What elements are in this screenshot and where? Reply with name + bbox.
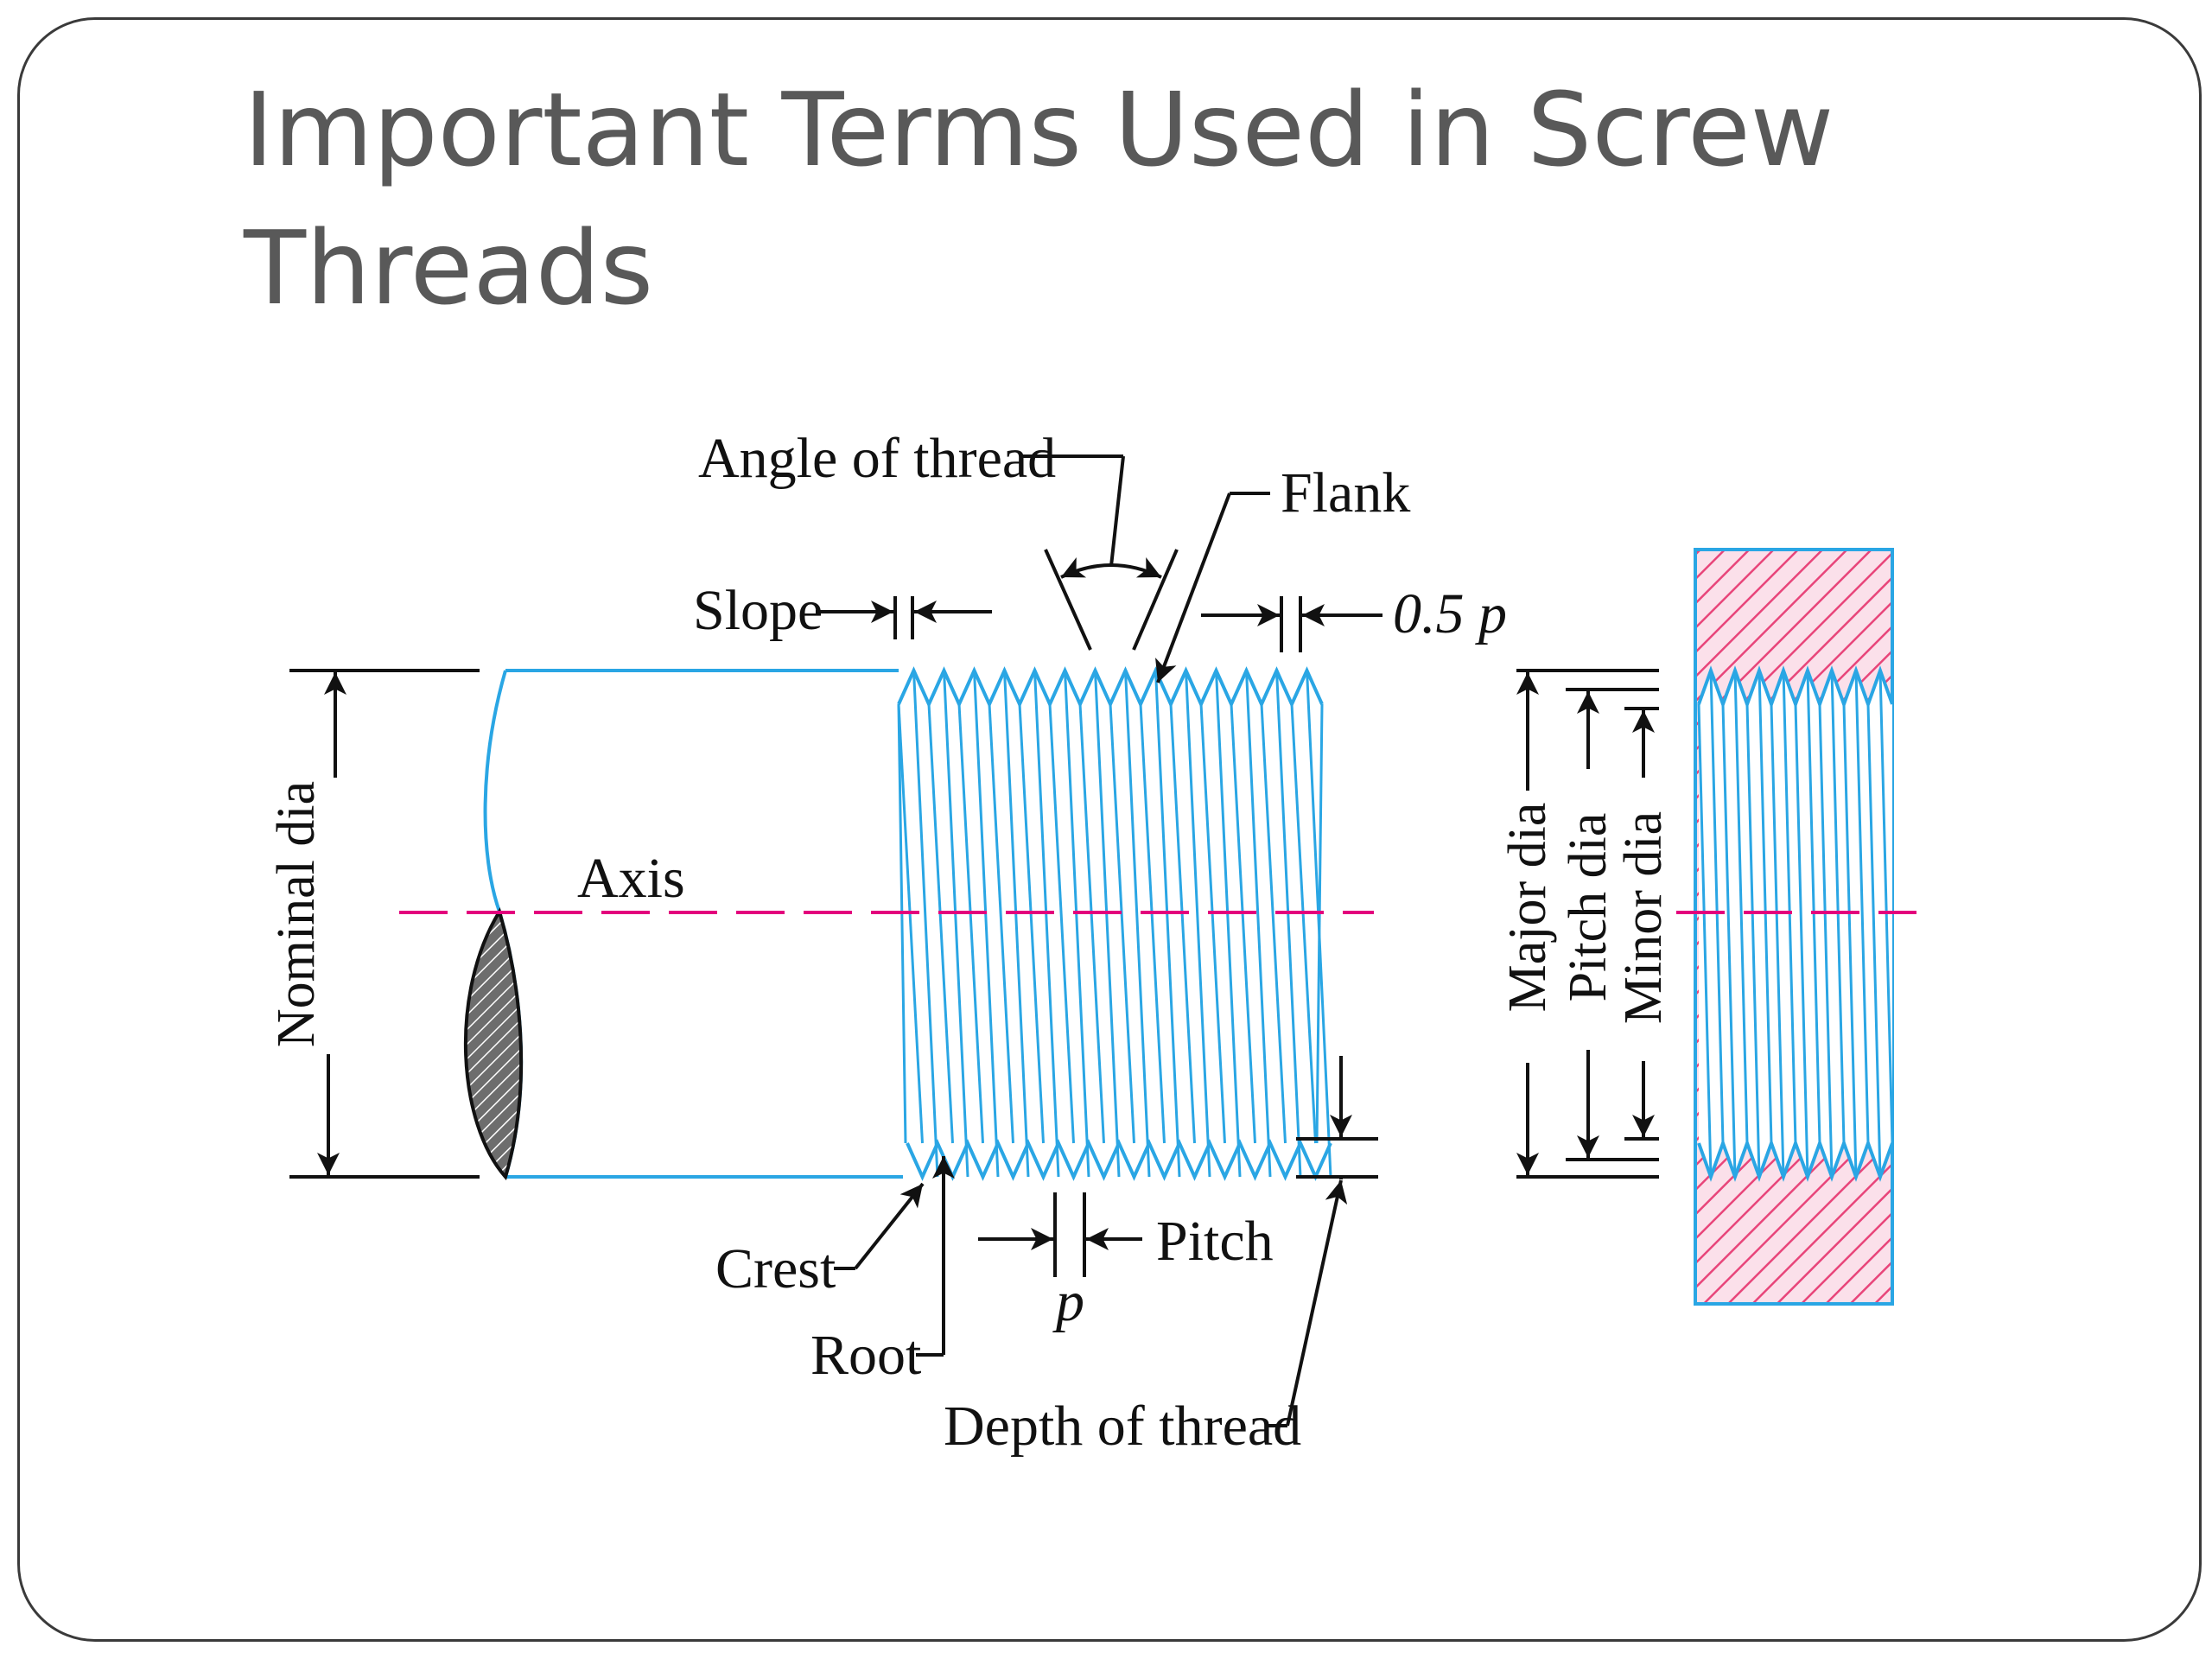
pitch-dia-label: Pitch dia	[1559, 813, 1618, 1002]
thread-crest-line	[1275, 670, 1302, 1178]
thread-root-line	[1139, 703, 1166, 1144]
nut-thread-line	[1806, 670, 1821, 1144]
p-label: p	[1052, 1270, 1084, 1333]
angle-of-thread-annotation	[1022, 454, 1179, 651]
root-leader	[916, 1156, 955, 1357]
major-pitch-minor-dimensions	[1516, 669, 1659, 1179]
thread-end-edge	[1315, 703, 1324, 1144]
minor-dia-label: Minor dia	[1614, 811, 1673, 1024]
thread-crest-line	[1185, 670, 1211, 1178]
thread-crest-line	[1215, 670, 1242, 1178]
shank-section-hatch	[463, 907, 524, 1181]
nut-thread	[1697, 665, 1894, 1182]
slope-dimension	[816, 596, 992, 639]
half-pitch-dimension	[1201, 596, 1382, 652]
thread-crest-line	[973, 670, 1000, 1178]
nut-bore	[1699, 671, 1892, 1177]
crest-leader	[834, 1182, 925, 1270]
thread-crest-line	[1154, 670, 1181, 1178]
thread-crest-line	[1094, 670, 1121, 1178]
thread-start-edge	[897, 703, 907, 1144]
thread-crest-line	[912, 670, 939, 1178]
half-pitch-label: 0.5 p	[1393, 582, 1507, 645]
crest-label: Crest	[715, 1237, 836, 1300]
thread-root-line	[1230, 703, 1256, 1144]
slope-label: Slope	[693, 579, 823, 642]
nut-thread-line	[1830, 670, 1846, 1144]
thread-crest-line	[1003, 670, 1030, 1178]
nut-thread-line	[1842, 703, 1858, 1178]
thread-root-line	[957, 703, 984, 1144]
thread-root-line	[897, 703, 924, 1144]
nominal-dia-label: Nominal dia	[267, 781, 326, 1047]
thread-root-line	[1199, 703, 1226, 1144]
thread-top-profile	[897, 666, 1324, 709]
major-dia-label: Major dia	[1498, 803, 1557, 1013]
thread-bottom-profile	[906, 1139, 1332, 1181]
nut-thread-line	[1878, 670, 1894, 1144]
thread-root-line	[1048, 703, 1075, 1144]
depth-of-thread-dimension	[1267, 1056, 1378, 1427]
thread-crest-line	[1033, 670, 1060, 1178]
thread-root-line	[1169, 703, 1196, 1144]
thread-root-line	[927, 703, 954, 1144]
depth-of-thread-label: Depth of thread	[944, 1395, 1301, 1458]
bolt-shank	[463, 669, 903, 1181]
thread-crest-line	[1245, 670, 1272, 1178]
nut-thread-line	[1697, 703, 1713, 1178]
thread-root-line	[988, 703, 1014, 1144]
thread-root-line	[1078, 703, 1105, 1144]
thread-crest-line	[1124, 670, 1151, 1178]
thread-root-line	[1260, 703, 1287, 1144]
root-label: Root	[810, 1324, 921, 1387]
nut-thread-line	[1770, 703, 1785, 1178]
axis-label: Axis	[577, 847, 685, 910]
pitch-dimension	[978, 1192, 1142, 1277]
nut-thread-line	[1782, 670, 1797, 1144]
nut-thread-line	[1745, 703, 1761, 1178]
thread-crest-line	[943, 670, 969, 1178]
bolt-thread	[897, 666, 1332, 1181]
angle-of-thread-label: Angle of thread	[698, 427, 1056, 490]
flank-leader	[1155, 492, 1270, 683]
pitch-label: Pitch	[1156, 1210, 1274, 1273]
nut-thread-line	[1709, 670, 1725, 1144]
nut-thread-line	[1854, 670, 1870, 1144]
nut-thread-line	[1721, 703, 1737, 1178]
nut-thread-line	[1733, 670, 1749, 1144]
thread-root-line	[1290, 703, 1317, 1144]
flank-label: Flank	[1281, 461, 1410, 524]
nut-section	[1676, 548, 1916, 1306]
thread-root-line	[1109, 703, 1135, 1144]
thread-crest-line	[1064, 670, 1090, 1178]
thread-root-line	[1018, 703, 1045, 1144]
nut-thread-line	[1758, 670, 1773, 1144]
nut-thread-line	[1866, 703, 1882, 1178]
nut-thread-line	[1794, 703, 1809, 1178]
nut-thread-line	[1818, 703, 1834, 1178]
nominal-dia-dimension	[289, 669, 480, 1179]
slide-title: Important Terms Used in Screw Threads	[244, 70, 1834, 327]
